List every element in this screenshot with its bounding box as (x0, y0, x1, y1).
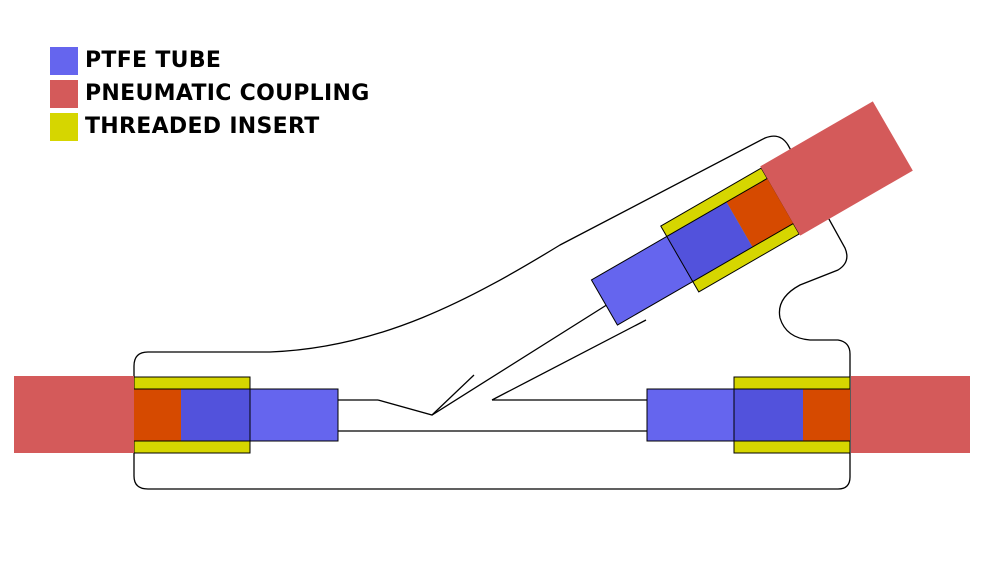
branch-channel-upper-wall (377, 288, 633, 416)
splitter-body-outline (133, 135, 851, 490)
right-ptfe-tube (646, 388, 735, 442)
left-ptfe-tube (249, 388, 339, 442)
right-port (646, 376, 970, 454)
inner-channels (338, 288, 648, 432)
branch-ptfe-in-insert (666, 201, 753, 282)
branch-pneumatic-coupling (760, 101, 913, 236)
ptfe-tube-swatch (50, 46, 78, 75)
left-port (14, 376, 339, 454)
left-pneumatic-coupling (14, 376, 134, 453)
left-coupling-in-insert (134, 389, 181, 441)
legend-item-pneumatic-coupling: PNEUMATIC COUPLING (50, 77, 370, 110)
legend-item-ptfe-tube: PTFE TUBE (50, 44, 370, 77)
branch-channel-lower-wall (491, 319, 647, 401)
right-ptfe-in-insert (734, 389, 803, 441)
left-ptfe-in-insert (181, 389, 250, 441)
branch-insert-inner-bottom (692, 223, 794, 282)
pneumatic-coupling-swatch (50, 79, 78, 108)
legend-label: THREADED INSERT (85, 114, 320, 139)
right-pneumatic-coupling (851, 376, 970, 453)
branch-coupling-in-insert (726, 178, 794, 248)
legend-label: PNEUMATIC COUPLING (85, 81, 370, 106)
branch-port (590, 101, 913, 326)
legend-item-threaded-insert: THREADED INSERT (50, 110, 370, 143)
branch-insert-inner-top (666, 178, 768, 237)
branch-ptfe-tube (590, 235, 694, 326)
branch-channel-septum (431, 374, 475, 416)
right-coupling-in-insert (803, 389, 850, 441)
legend-label: PTFE TUBE (85, 48, 222, 73)
legend: PTFE TUBE PNEUMATIC COUPLING THREADED IN… (50, 44, 370, 143)
threaded-insert-swatch (50, 112, 78, 141)
